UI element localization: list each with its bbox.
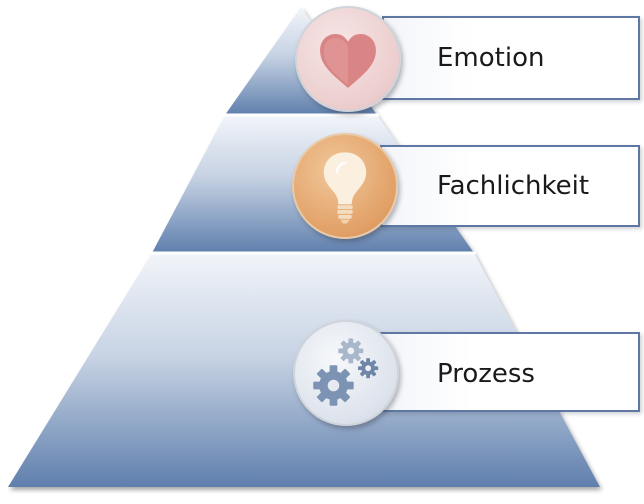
label-box-emotion — [382, 16, 640, 100]
emotion-circle — [295, 6, 401, 112]
label-emotion: Emotion — [437, 43, 545, 73]
lightbulb-icon — [323, 152, 367, 224]
prozess-circle — [293, 320, 399, 426]
label-box-prozess — [380, 332, 640, 412]
label-prozess: Prozess — [437, 359, 535, 389]
gears-icon — [313, 338, 379, 406]
heart-icon — [320, 33, 376, 88]
label-box-fachlichkeit — [380, 145, 640, 227]
fachlichkeit-circle — [292, 133, 398, 239]
label-fachlichkeit: Fachlichkeit — [437, 171, 590, 201]
